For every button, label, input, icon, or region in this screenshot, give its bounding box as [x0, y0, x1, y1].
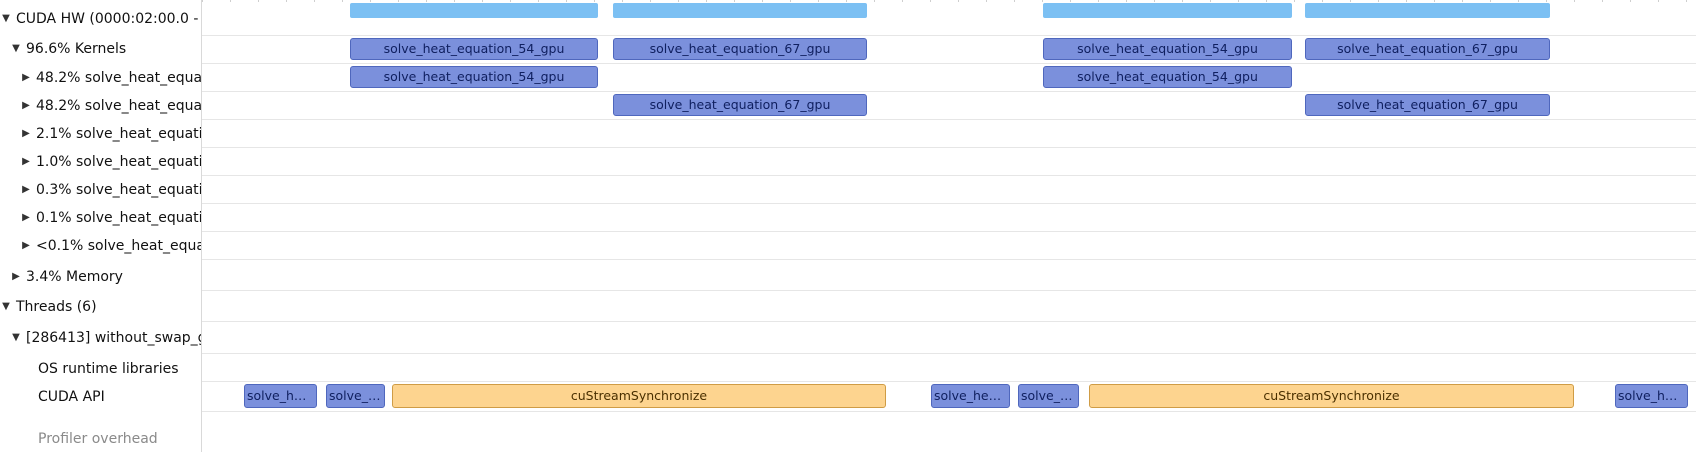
- expand-arrow-icon[interactable]: ▼: [2, 13, 10, 24]
- tree-row-kernel-item[interactable]: ▶1.0% solve_heat_equatio: [0, 153, 201, 171]
- row-divider: [202, 91, 1696, 92]
- row-divider: [202, 381, 1696, 382]
- kernel-block[interactable]: solve_heat_equation_54_gpu: [350, 38, 598, 60]
- kernel-block[interactable]: solve_heat_equation_67_gpu: [1305, 94, 1550, 116]
- timeline-row-tree: ▼CUDA HW (0000:02:00.0 - N ▼96.6% Kernel…: [0, 0, 202, 452]
- timeline-area[interactable]: solve_heat_equation_54_gpu solve_heat_eq…: [202, 0, 1696, 452]
- tree-row-kernel-item[interactable]: ▶0.1% solve_heat_equatio: [0, 209, 201, 227]
- api-call-block[interactable]: solve_heat...: [931, 384, 1010, 408]
- row-divider: [202, 147, 1696, 148]
- tree-row-cuda-hw[interactable]: ▼CUDA HW (0000:02:00.0 - N: [0, 10, 201, 28]
- tree-row-kernel-item[interactable]: ▶48.2% solve_heat_equati: [0, 97, 201, 115]
- tree-row-thread[interactable]: ▼[286413] without_swap_gp: [0, 329, 201, 347]
- collapsed-arrow-icon[interactable]: ▶: [22, 184, 30, 195]
- row-divider: [202, 119, 1696, 120]
- collapsed-arrow-icon[interactable]: ▶: [22, 212, 30, 223]
- expand-arrow-icon[interactable]: ▼: [12, 43, 20, 54]
- cuda-hw-activity-bar[interactable]: [1305, 3, 1550, 18]
- expand-arrow-icon[interactable]: ▼: [2, 301, 10, 312]
- cuda-hw-activity-bar[interactable]: [350, 3, 598, 18]
- cuda-hw-activity-bar[interactable]: [613, 3, 867, 18]
- kernel-block[interactable]: solve_heat_equation_67_gpu: [613, 94, 867, 116]
- api-call-block[interactable]: solve_hea...: [1615, 384, 1688, 408]
- api-call-block[interactable]: solve_hea...: [244, 384, 317, 408]
- time-ruler-ticks: [202, 0, 1696, 2]
- tree-row-kernel-item[interactable]: ▶<0.1% solve_heat_equati: [0, 237, 201, 255]
- kernel-block[interactable]: solve_heat_equation_67_gpu: [1305, 38, 1550, 60]
- collapsed-arrow-icon[interactable]: ▶: [22, 72, 30, 83]
- row-divider: [202, 353, 1696, 354]
- tree-row-memory[interactable]: ▶3.4% Memory: [0, 268, 201, 286]
- api-call-block[interactable]: solve_h...: [326, 384, 385, 408]
- collapsed-arrow-icon[interactable]: ▶: [22, 156, 30, 167]
- collapsed-arrow-icon[interactable]: ▶: [12, 271, 20, 282]
- tree-row-kernel-item[interactable]: ▶0.3% solve_heat_equatio: [0, 181, 201, 199]
- collapsed-arrow-icon[interactable]: ▶: [22, 240, 30, 251]
- tree-row-threads[interactable]: ▼Threads (6): [0, 298, 201, 316]
- row-divider: [202, 203, 1696, 204]
- row-divider: [202, 290, 1696, 291]
- expand-arrow-icon[interactable]: ▼: [12, 332, 20, 343]
- row-divider: [202, 35, 1696, 36]
- tree-row-kernel-item[interactable]: ▶2.1% solve_heat_equatio: [0, 125, 201, 143]
- row-divider: [202, 175, 1696, 176]
- tree-row-os-runtime[interactable]: OS runtime libraries: [38, 361, 179, 377]
- tree-row-cuda-api[interactable]: CUDA API: [38, 389, 105, 405]
- kernel-block[interactable]: solve_heat_equation_54_gpu: [1043, 66, 1292, 88]
- kernel-block[interactable]: solve_heat_equation_67_gpu: [613, 38, 867, 60]
- row-divider: [202, 63, 1696, 64]
- collapsed-arrow-icon[interactable]: ▶: [22, 100, 30, 111]
- tree-row-kernel-item[interactable]: ▶48.2% solve_heat_equati: [0, 69, 201, 87]
- cu-stream-synchronize-block[interactable]: cuStreamSynchronize: [392, 384, 886, 408]
- tree-row-kernels[interactable]: ▼96.6% Kernels: [0, 40, 201, 58]
- kernel-block[interactable]: solve_heat_equation_54_gpu: [1043, 38, 1292, 60]
- tree-row-profiler-overhead[interactable]: Profiler overhead: [38, 431, 158, 447]
- row-divider: [202, 231, 1696, 232]
- row-divider: [202, 259, 1696, 260]
- cuda-hw-activity-bar[interactable]: [1043, 3, 1292, 18]
- cu-stream-synchronize-block[interactable]: cuStreamSynchronize: [1089, 384, 1574, 408]
- row-divider: [202, 321, 1696, 322]
- kernel-block[interactable]: solve_heat_equation_54_gpu: [350, 66, 598, 88]
- row-divider: [202, 411, 1696, 412]
- collapsed-arrow-icon[interactable]: ▶: [22, 128, 30, 139]
- api-call-block[interactable]: solve_h...: [1018, 384, 1079, 408]
